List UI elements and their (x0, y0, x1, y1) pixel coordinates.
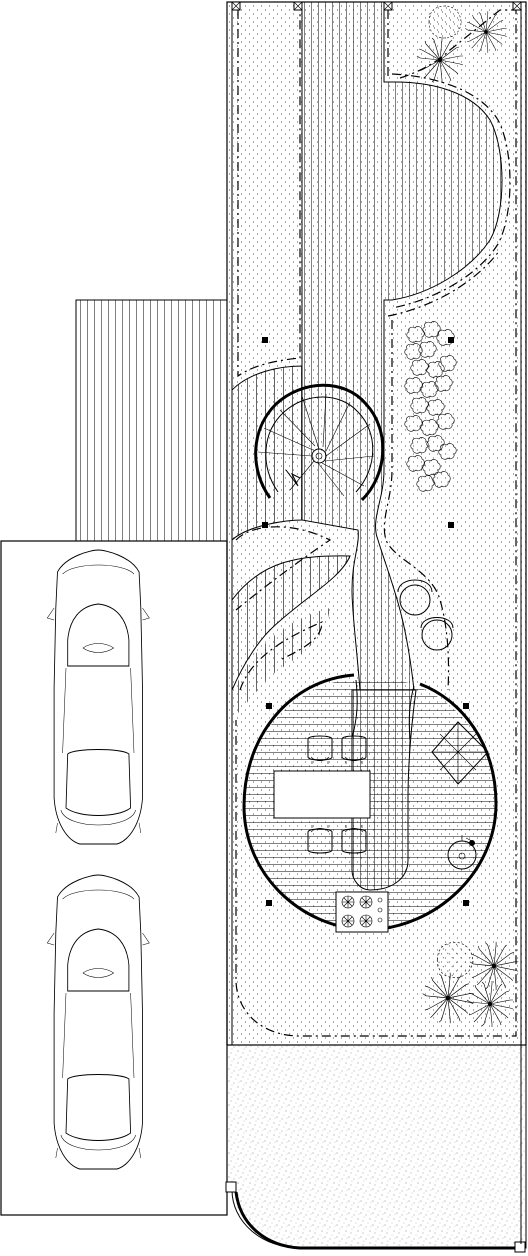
planting-bed-borders (235, 9, 517, 1037)
outdoor-cooktop (335, 891, 389, 933)
corner-posts (231, 1, 522, 11)
lounge-chair (420, 617, 454, 651)
circular-patio (242, 673, 498, 933)
deck-walkway (301, 1, 511, 691)
wood-deck-annex (75, 299, 228, 542)
lounge-chair (397, 579, 433, 616)
deck-left-platform (231, 365, 351, 720)
carport-area (0, 540, 228, 1216)
spiral-stair (254, 383, 385, 502)
dining-table (273, 770, 371, 819)
kettle-grill (447, 835, 477, 870)
parasol (431, 721, 489, 785)
paved-forecourt (225, 1040, 527, 1253)
